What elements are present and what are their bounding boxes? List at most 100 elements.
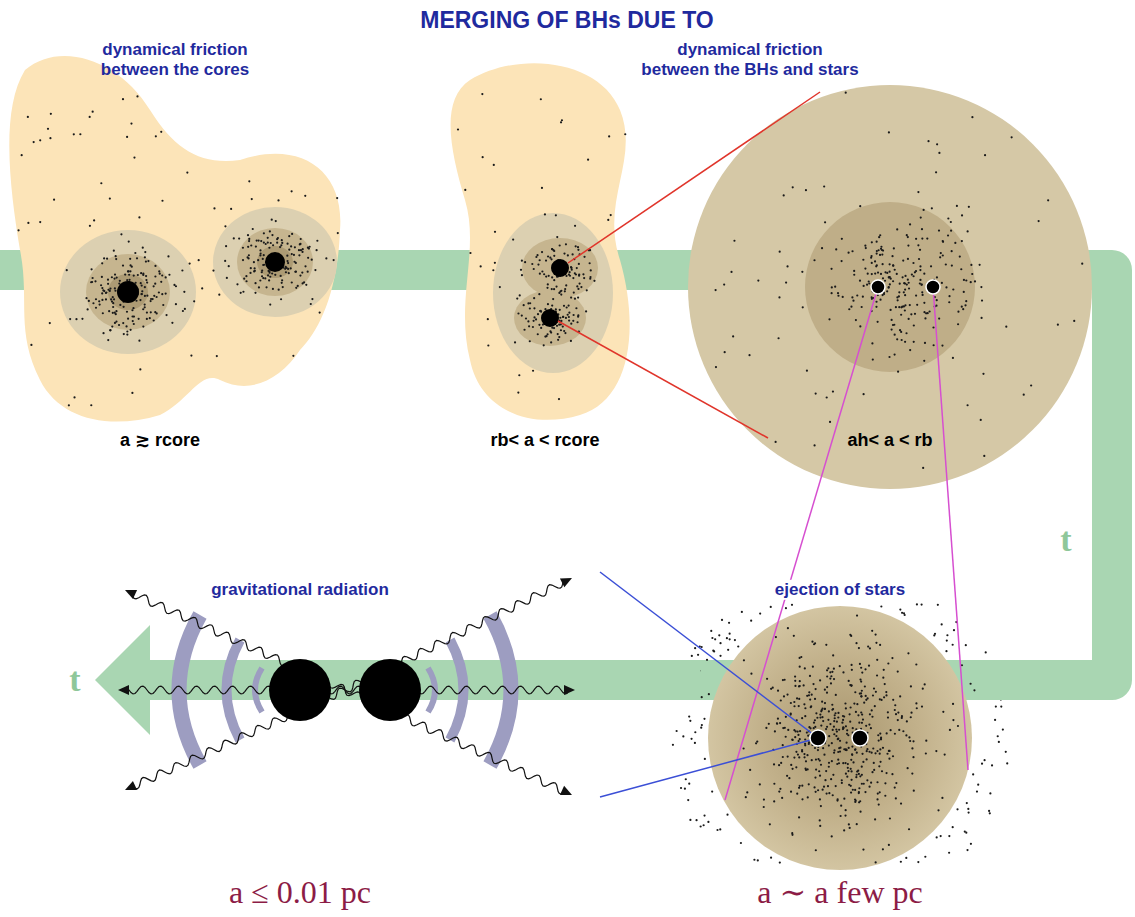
star-dot — [168, 274, 170, 276]
star-dot — [105, 291, 107, 293]
star-dot — [81, 318, 83, 320]
star-dot — [733, 240, 735, 242]
star-dot — [118, 324, 120, 326]
star-dot — [279, 246, 281, 248]
star-dot — [905, 734, 907, 736]
star-dot — [908, 828, 910, 830]
star-dot — [689, 720, 691, 722]
star-dot — [538, 293, 540, 295]
star-dot — [826, 686, 828, 688]
star-dot — [715, 366, 717, 368]
star-dot — [560, 121, 562, 123]
star-dot — [140, 272, 142, 274]
star-dot — [773, 800, 775, 802]
star-dot — [565, 243, 567, 245]
galaxy-blob — [451, 63, 630, 420]
star-dot — [882, 263, 884, 265]
star-dot — [862, 761, 864, 763]
star-dot — [278, 289, 280, 291]
star-dot — [854, 789, 856, 791]
star-dot — [189, 262, 191, 264]
star-dot — [105, 298, 107, 300]
star-dot — [91, 277, 93, 279]
star-dot — [900, 306, 902, 308]
star-dot — [301, 251, 303, 253]
star-dot — [826, 726, 828, 728]
star-dot — [799, 680, 801, 682]
star-dot — [759, 783, 761, 785]
star-dot — [570, 340, 572, 342]
star-dot — [778, 790, 780, 792]
star-dot — [53, 199, 55, 201]
star-dot — [1047, 199, 1049, 201]
star-dot — [805, 189, 807, 191]
star-dot — [610, 214, 612, 216]
star-dot — [795, 730, 797, 732]
star-dot — [846, 729, 848, 731]
black-hole — [852, 730, 868, 746]
stage-heading: dynamical friction between the cores — [80, 40, 270, 81]
star-dot — [910, 685, 912, 687]
star-dot — [301, 271, 303, 273]
star-dot — [965, 644, 967, 646]
star-dot — [917, 244, 919, 246]
star-dot — [871, 709, 873, 711]
star-dot — [251, 198, 253, 200]
star-dot — [183, 291, 185, 293]
wave-arrowhead — [125, 781, 137, 790]
star-dot — [830, 682, 832, 684]
star-dot — [546, 333, 548, 335]
star-dot — [810, 705, 812, 707]
wave-front — [428, 668, 435, 712]
star-dot — [798, 756, 800, 758]
star-dot — [137, 274, 139, 276]
star-dot — [908, 287, 910, 289]
star-dot — [865, 247, 867, 249]
star-dot — [126, 311, 128, 313]
star-dot — [837, 738, 839, 740]
star-dot — [841, 238, 843, 240]
star-dot — [879, 254, 881, 256]
star-dot — [559, 290, 561, 292]
star-dot — [928, 310, 930, 312]
star-dot — [827, 785, 829, 787]
star-dot — [150, 311, 152, 313]
star-dot — [834, 717, 836, 719]
star-dot — [262, 264, 264, 266]
star-dot — [133, 156, 135, 158]
star-dot — [865, 725, 867, 727]
star-dot — [774, 730, 776, 732]
star-dot — [101, 262, 103, 264]
star-dot — [894, 269, 896, 271]
star-dot — [874, 634, 876, 636]
star-dot — [866, 284, 868, 286]
star-dot — [236, 283, 238, 285]
star-dot — [703, 824, 705, 826]
star-dot — [153, 285, 155, 287]
star-dot — [888, 750, 890, 752]
star-dot — [804, 738, 806, 740]
star-dot — [828, 792, 830, 794]
star-dot — [139, 299, 141, 301]
star-dot — [884, 683, 886, 685]
star-dot — [902, 276, 904, 278]
star-dot — [127, 270, 129, 272]
star-dot — [933, 634, 935, 636]
star-dot — [874, 752, 876, 754]
star-dot — [837, 295, 839, 297]
star-dot — [794, 685, 796, 687]
star-dot — [921, 228, 923, 230]
star-dot — [842, 671, 844, 673]
star-dot — [948, 835, 950, 837]
star-dot — [701, 646, 703, 648]
star-dot — [842, 715, 844, 717]
star-dot — [880, 605, 882, 607]
star-dot — [252, 228, 254, 230]
star-dot — [285, 266, 287, 268]
star-dot — [903, 291, 905, 293]
star-dot — [100, 182, 102, 184]
star-dot — [819, 775, 821, 777]
star-dot — [816, 717, 818, 719]
star-dot — [851, 250, 853, 252]
star-dot — [140, 282, 142, 284]
